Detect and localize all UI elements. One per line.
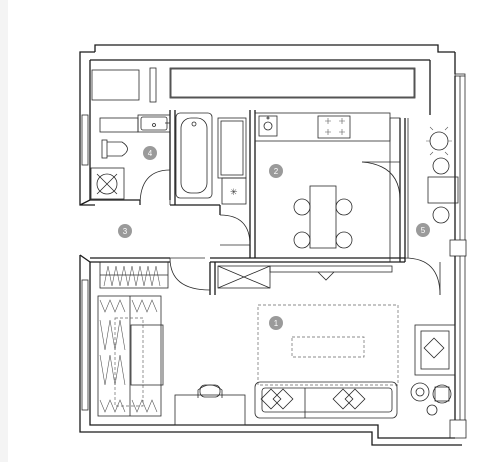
room-marker-bathroom: 4: [143, 146, 157, 160]
top-storage: [91, 67, 416, 103]
room-number-bathroom: 4: [148, 149, 153, 158]
room-number-balcony: 5: [421, 226, 426, 235]
page-margin: [0, 0, 8, 462]
balcony-furniture: [426, 126, 459, 224]
living-wardrobe: [97, 295, 164, 417]
tv-unit: [217, 265, 393, 289]
room-number-living: 1: [274, 319, 279, 328]
svg-text:✳: ✳: [230, 187, 238, 197]
hall-wardrobe: [99, 261, 169, 289]
living-furniture: [174, 304, 456, 426]
bathroom-fixtures: ✳: [90, 112, 247, 205]
room-marker-living: 1: [269, 316, 283, 330]
exterior-walls: [79, 44, 462, 446]
room-marker-kitchen: 2: [269, 164, 283, 178]
kitchen-fixtures: [254, 112, 401, 263]
room-marker-balcony: 5: [416, 223, 430, 237]
room-marker-hallway: 3: [118, 224, 132, 238]
room-number-kitchen: 2: [274, 167, 279, 176]
room-number-hallway: 3: [123, 227, 128, 236]
